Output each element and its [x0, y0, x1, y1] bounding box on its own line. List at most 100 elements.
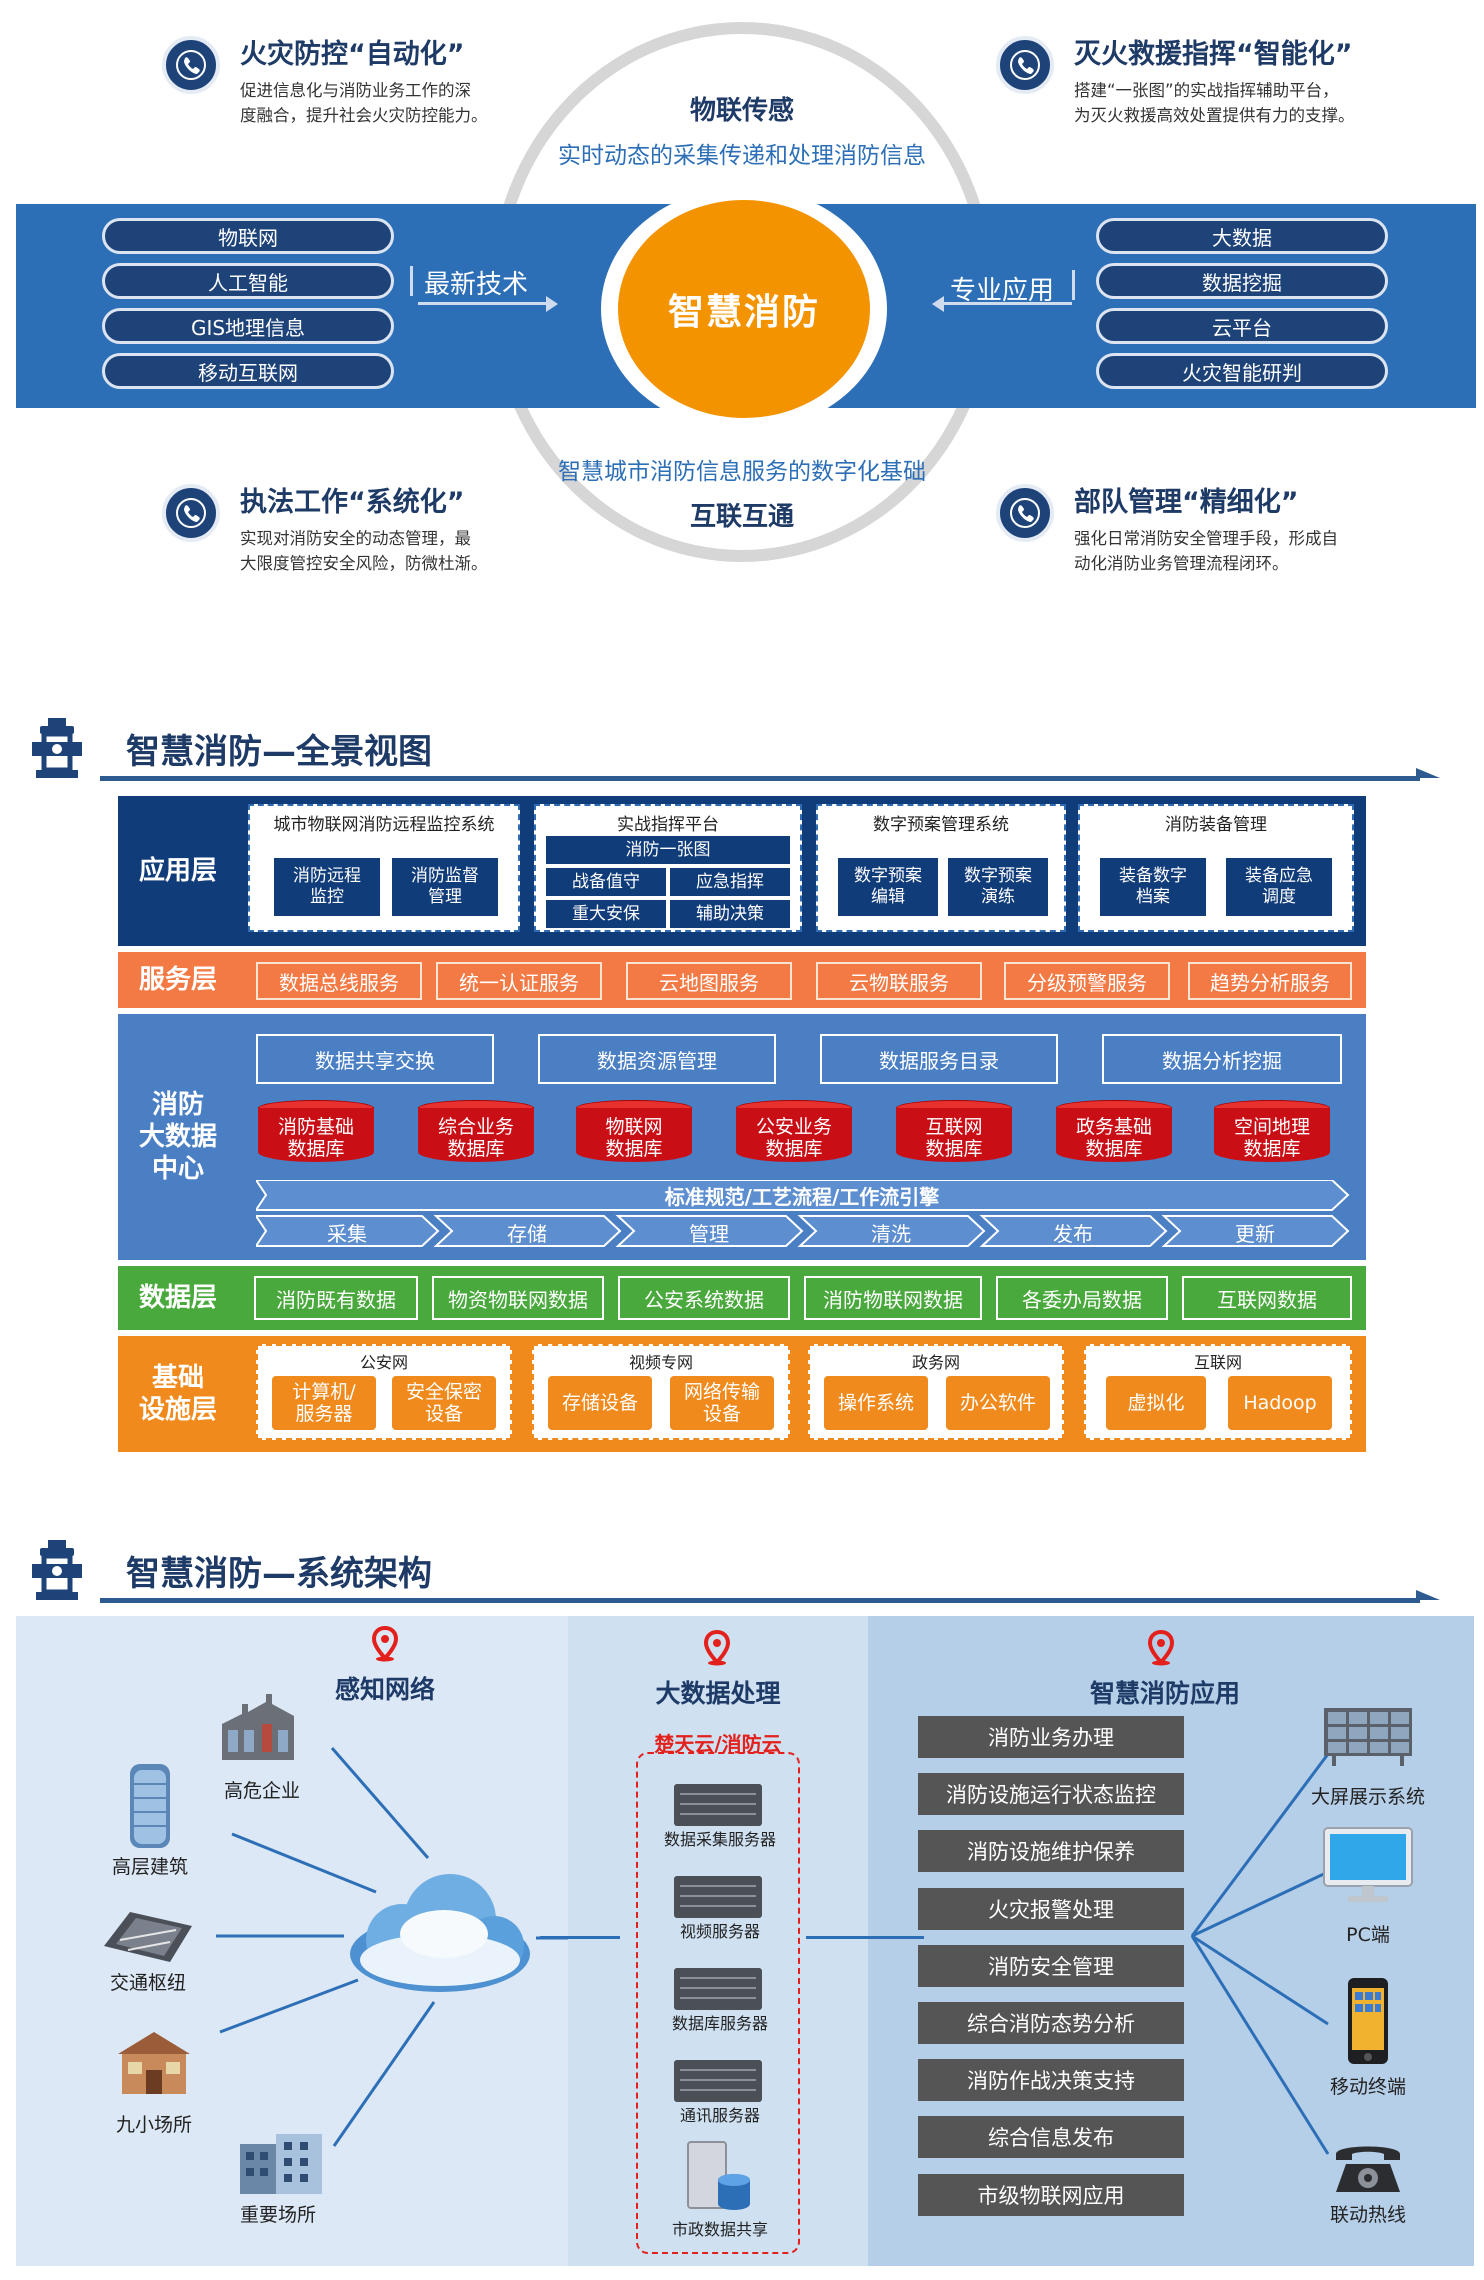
app-item-decision: 辅助决策: [670, 900, 790, 928]
pill-fire-analysis: 火灾智能研判: [1096, 353, 1388, 389]
infra-box-police: 公安网 计算机/ 服务器 安全保密 设备: [256, 1344, 512, 1440]
panorama-line-tip: [1416, 768, 1440, 778]
col-sensing-title: 感知网络: [334, 1675, 435, 1704]
layer-service-label: 服务层: [118, 952, 238, 1008]
layer-bigdata-label: 消防 大数据 中心: [118, 1014, 238, 1260]
feature-desc-1a: 促进信息化与消防业务工作的深: [240, 81, 471, 100]
layer-bigdata-line1: 消防: [151, 1090, 204, 1120]
server-icon: [674, 2060, 762, 2102]
panorama-title: 智慧消防—全景视图: [126, 732, 432, 772]
bottom-subtitle: 智慧城市消防信息服务的数字化基础: [558, 459, 926, 485]
service-iot: 云物联服务: [816, 962, 982, 1000]
database-police: 公安业务 数据库: [736, 1100, 852, 1164]
sensor-label-important: 重要场所: [239, 2204, 316, 2226]
pipeline-step-collect: 采集: [327, 1221, 367, 1246]
layer-service-bg: 数据总线服务 统一认证服务 云地图服务 云物联服务 分级预警服务 趋势分析服务: [238, 952, 1366, 1008]
feature-title-4: 部队管理“精细化”: [1074, 487, 1299, 518]
link-cloud-to-bigdata: [540, 1936, 620, 1939]
app-item-plan-drill: 数字预案 演练: [948, 858, 1048, 916]
server-label-collection: 数据采集服务器: [663, 1830, 776, 1849]
bigdata-catalog: 数据服务目录: [820, 1034, 1058, 1084]
database-label: 政务基础 数据库: [1056, 1108, 1172, 1162]
app-situation-analysis: 综合消防态势分析: [918, 2002, 1184, 2044]
architecture-title: 智慧消防—系统架构: [126, 1554, 432, 1594]
right-arrow-line: [942, 302, 1072, 305]
layer-infra-line2: 设施层: [138, 1395, 217, 1425]
pipeline-step-store: 存储: [507, 1221, 547, 1246]
app-item-duty: 战备值守: [546, 868, 666, 896]
layer-bigdata-line2: 大数据: [138, 1122, 217, 1152]
database-server-icon: [687, 2141, 750, 2210]
app-safety-management: 消防安全管理: [918, 1945, 1184, 1987]
app-box-equipment: 消防装备管理 装备数字 档案 装备应急 调度: [1078, 804, 1354, 932]
right-divider: [1072, 270, 1075, 300]
infra-computer: 计算机/ 服务器: [272, 1376, 376, 1430]
infra-box-title: 公安网: [359, 1353, 408, 1372]
hydrant-icon: [30, 718, 84, 784]
app-box-title: 城市物联网消防远程监控系统: [273, 815, 495, 835]
feature-desc-4b: 动化消防业务管理流程闭环。: [1074, 554, 1289, 573]
feature-title-3: 执法工作“系统化”: [240, 487, 465, 518]
pipeline-step-clean: 清洗: [871, 1221, 911, 1246]
app-item-plan-edit: 数字预案 编辑: [838, 858, 938, 916]
layer-infra-label: 基础 设施层: [118, 1336, 238, 1452]
server-icon: [674, 1876, 762, 1918]
server-label-video: 视频服务器: [679, 1922, 760, 1941]
database-label: 物联网 数据库: [576, 1108, 692, 1162]
database-internet: 互联网 数据库: [896, 1100, 1012, 1164]
pill-gis: GIS地理信息: [102, 308, 394, 344]
panorama-title-line: [100, 776, 1420, 781]
pipeline-step-manage: 管理: [689, 1221, 729, 1246]
database-label: 综合业务 数据库: [418, 1108, 534, 1162]
hydrant-icon: [30, 1540, 84, 1606]
infra-box-title: 视频专网: [628, 1353, 693, 1372]
infra-box-video: 视频专网 存储设备 网络传输 设备: [532, 1344, 790, 1440]
service-auth: 统一认证服务: [436, 962, 602, 1000]
left-divider: [410, 266, 413, 296]
server-label-database: 数据库服务器: [671, 2014, 768, 2033]
pill-iot: 物联网: [102, 218, 394, 254]
feature-title-2: 灭火救援指挥“智能化”: [1074, 39, 1353, 70]
pill-datamining: 数据挖掘: [1096, 263, 1388, 299]
sensor-label-transport: 交通枢纽: [109, 1972, 186, 1994]
sensor-label-high-rise: 高层建筑: [111, 1856, 188, 1878]
layer-data-bg: 消防既有数据 物资物联网数据 公安系统数据 消防物联网数据 各委办局数据 互联网…: [238, 1266, 1366, 1330]
phone-icon: [162, 484, 220, 542]
pipeline-title: 标准规范/工艺流程/工作流引擎: [664, 1184, 940, 1209]
database-fire-base: 消防基础 数据库: [258, 1100, 374, 1164]
right-arrow-head: [932, 296, 944, 312]
infra-network: 网络传输 设备: [670, 1376, 774, 1430]
phone-icon: [162, 36, 220, 94]
layer-infra-bg: 公安网 计算机/ 服务器 安全保密 设备 视频专网 存储设备 网络传输 设备 政…: [238, 1336, 1366, 1452]
app-box-monitor: 城市物联网消防远程监控系统 消防远程 监控 消防监督 管理: [248, 804, 520, 932]
infra-os: 操作系统: [824, 1376, 928, 1430]
server-icon: [674, 1968, 762, 2010]
sensor-label-high-risk: 高危企业: [223, 1780, 300, 1802]
pill-cloud: 云平台: [1096, 308, 1388, 344]
app-city-iot: 市级物联网应用: [918, 2174, 1184, 2216]
left-arrow-line: [418, 302, 548, 305]
service-map: 云地图服务: [626, 962, 792, 1000]
high-rise-icon: [130, 1764, 170, 1848]
app-facility-monitor: 消防设施运行状态监控: [918, 1773, 1184, 1815]
layer-app-bg: 城市物联网消防远程监控系统 消防远程 监控 消防监督 管理 实战指挥平台 消防一…: [238, 796, 1366, 946]
layer-bigdata-bg: 数据共享交换 数据资源管理 数据服务目录 数据分析挖掘 消防基础 数据库 综合业…: [238, 1014, 1366, 1260]
data-police: 公安系统数据: [618, 1276, 790, 1320]
important-site-icon: [240, 2134, 322, 2194]
database-label: 消防基础 数据库: [258, 1108, 374, 1162]
data-internet: 互联网数据: [1182, 1276, 1352, 1320]
location-pin-icon: [371, 1626, 399, 1662]
pill-mobile: 移动互联网: [102, 353, 394, 389]
infra-office: 办公软件: [946, 1376, 1050, 1430]
terminal-label-mobile: 移动终端: [1329, 2076, 1406, 2098]
infra-hadoop: Hadoop: [1228, 1376, 1332, 1430]
database-iot: 物联网 数据库: [576, 1100, 692, 1164]
layer-infra-line1: 基础: [151, 1363, 204, 1393]
cloud-icon: [350, 1874, 530, 1992]
feature-desc-2b: 为灭火救援高效处置提供有力的支撑。: [1074, 106, 1355, 125]
left-label: 最新技术: [424, 270, 529, 300]
layer-app-label: 应用层: [118, 796, 238, 946]
service-bus: 数据总线服务: [256, 962, 422, 1000]
infra-box-title: 政务网: [911, 1353, 960, 1372]
